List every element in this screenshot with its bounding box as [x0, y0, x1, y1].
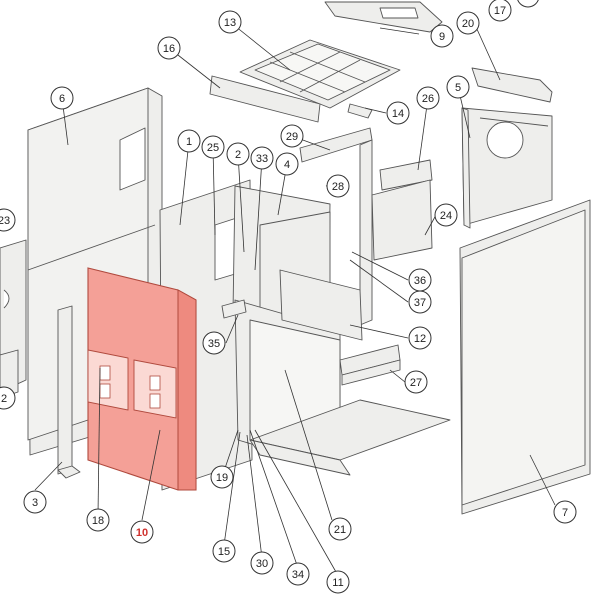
- callout-36: 36: [414, 275, 426, 287]
- callout-30: 30: [256, 558, 268, 570]
- part-top-plate: [324, 1, 443, 33]
- callout-15: 15: [218, 546, 230, 558]
- callout-22: 22: [522, 0, 534, 3]
- callout-13: 13: [224, 17, 236, 29]
- callout-3: 3: [32, 497, 38, 509]
- part-12-plate: [279, 269, 363, 341]
- callout-20: 20: [462, 18, 474, 30]
- callout-9: 9: [439, 31, 445, 43]
- callout-6: 6: [59, 93, 65, 105]
- callout-24: 24: [440, 210, 452, 222]
- callout-28: 28: [332, 181, 344, 193]
- callout-4: 4: [284, 159, 290, 171]
- callout-12: 12: [414, 333, 426, 345]
- callout-16: 16: [163, 43, 175, 55]
- part-21-chassis: [234, 299, 451, 476]
- callout-29: 29: [286, 131, 298, 143]
- callout-34: 34: [292, 569, 304, 581]
- callout-19: 19: [216, 472, 228, 484]
- part-20-bracket: [471, 67, 553, 103]
- callout-2-left: 2: [1, 393, 7, 405]
- part-7-right-panel: [459, 199, 591, 515]
- part-2-left-corner: [0, 349, 19, 399]
- callout-11: 11: [332, 577, 343, 589]
- callout-21: 21: [334, 524, 346, 536]
- callout-5: 5: [455, 82, 461, 94]
- callout-23: 23: [0, 215, 10, 227]
- part-29-column: [299, 127, 373, 326]
- callout-35: 35: [208, 338, 220, 350]
- part-14-clip: [347, 103, 373, 119]
- callout-26: 26: [422, 93, 434, 105]
- callout-circles: [0, 0, 577, 594]
- callout-17: 17: [494, 5, 506, 17]
- callout-18: 18: [92, 515, 104, 527]
- callout-37: 37: [414, 297, 426, 309]
- callout-27: 27: [410, 377, 422, 389]
- callout-7: 7: [562, 507, 568, 519]
- callout-33: 33: [256, 153, 268, 165]
- callout-2: 2: [235, 149, 241, 161]
- part-27-rail: [339, 344, 401, 386]
- part-13-tray: [239, 39, 401, 109]
- callout-25: 25: [207, 142, 219, 154]
- part-24-box: [371, 179, 433, 261]
- part-3-post: [57, 305, 81, 479]
- part-35-tab: [221, 299, 247, 319]
- callout-14: 14: [392, 108, 404, 120]
- callout-10[interactable]: 10: [136, 527, 148, 539]
- part-16-panel: [209, 75, 321, 123]
- part-5-rear-housing: [461, 107, 553, 229]
- part-10-front-panel[interactable]: [87, 267, 197, 491]
- callout-1: 1: [186, 136, 192, 148]
